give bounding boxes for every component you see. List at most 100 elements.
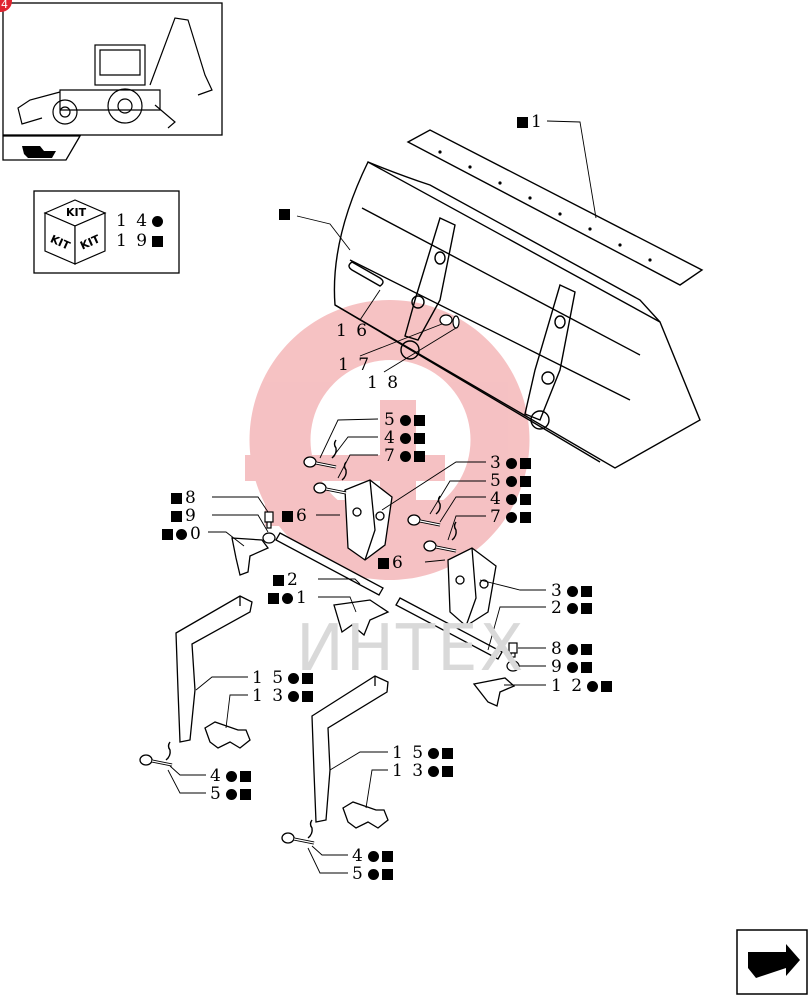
square-icon [239, 770, 251, 782]
tine-arm-left [175, 595, 253, 743]
callout-16[interactable]: 1 6 [336, 321, 370, 341]
square-icon [282, 510, 293, 522]
callout-12[interactable]: 1 2 [551, 677, 613, 695]
callout-7b[interactable]: 7 [490, 508, 531, 526]
circle-icon [176, 528, 187, 540]
square-icon [413, 432, 425, 444]
square-icon [442, 765, 454, 777]
circle-icon [367, 868, 379, 880]
circle-icon [288, 672, 300, 684]
circle-icon [399, 450, 411, 462]
square-icon [442, 747, 454, 759]
callout-5d[interactable]: 5 [352, 865, 393, 883]
mounting-bracket-left [344, 479, 393, 561]
circle-icon [225, 770, 237, 782]
callout-10[interactable]: 0 [162, 525, 203, 543]
cutting-edge [406, 129, 704, 286]
circle-icon [505, 475, 517, 487]
square-icon [302, 672, 314, 684]
u-brackets [204, 721, 389, 829]
leader-lines [167, 120, 597, 874]
kit-label-top: KIT [66, 206, 87, 219]
callout-5a[interactable]: 5 [384, 411, 425, 429]
square-icon [273, 574, 284, 586]
callout-4a[interactable]: 4 [384, 429, 425, 447]
square-icon [413, 414, 425, 426]
circle-icon [399, 432, 411, 444]
circle-icon [399, 414, 411, 426]
square-icon [381, 850, 393, 862]
callout-4c[interactable]: 4 [210, 767, 251, 785]
circle-icon [225, 788, 237, 800]
square-icon [152, 235, 164, 247]
circle-icon [566, 661, 578, 673]
circle-icon [152, 215, 164, 227]
kit-line-1: 1 4 [116, 212, 164, 230]
callout-13b[interactable]: 1 3 [392, 762, 454, 780]
shafts [275, 532, 503, 660]
bucket [333, 161, 701, 469]
square-icon [580, 602, 592, 614]
circle-icon [288, 690, 300, 702]
callout-3b[interactable]: 3 [551, 582, 592, 600]
callout-2b[interactable]: 2 [551, 599, 592, 617]
watermark-text: ИНТЕХ [296, 612, 526, 686]
square-icon [171, 492, 182, 504]
callout-18[interactable]: 1 8 [367, 373, 401, 393]
square-icon [239, 788, 251, 800]
bolts-washers [262, 511, 520, 672]
circle-icon [428, 765, 440, 777]
callout-8b[interactable]: 8 [551, 640, 592, 658]
circle-icon [587, 680, 599, 692]
callout-5b[interactable]: 5 [490, 472, 531, 490]
callout-3a[interactable]: 3 [490, 454, 531, 472]
callout-9a[interactable]: 9 [171, 507, 198, 525]
next-page-arrow-icon[interactable] [736, 929, 808, 995]
square-icon [378, 557, 389, 569]
square-icon [580, 643, 592, 655]
callout-9b[interactable]: 9 [551, 658, 592, 676]
kit-cube-icon [43, 199, 107, 265]
square-icon [519, 457, 531, 469]
square-icon [171, 510, 182, 522]
circle-icon [428, 747, 440, 759]
callout-8a[interactable]: 8 [171, 489, 198, 507]
square-icon [413, 450, 425, 462]
circle-icon [367, 850, 379, 862]
callout-bucket[interactable] [279, 209, 290, 220]
callout-11[interactable]: 1 [268, 589, 309, 607]
callout-5c[interactable]: 5 [210, 785, 251, 803]
square-icon [519, 475, 531, 487]
callout-6a[interactable]: 6 [282, 507, 309, 525]
square-icon [517, 116, 528, 128]
callout-4b[interactable]: 4 [490, 490, 531, 508]
callout-15a[interactable]: 1 5 [252, 669, 314, 687]
square-icon [519, 511, 531, 523]
circle-icon [505, 511, 517, 523]
square-icon [601, 680, 613, 692]
square-icon [381, 868, 393, 880]
callout-4d[interactable]: 4 [352, 847, 393, 865]
backhoe-loader-thumbnail [17, 17, 213, 129]
square-icon [268, 592, 279, 604]
circle-icon [566, 585, 578, 597]
page-back-arrow-icon[interactable] [22, 146, 56, 158]
callout-2a[interactable]: 2 [273, 571, 300, 589]
square-icon [580, 585, 592, 597]
circle-icon [505, 493, 517, 505]
tine-arm-right [311, 675, 389, 823]
mounting-bracket-right [447, 547, 497, 627]
circle-icon [566, 643, 578, 655]
callout-6b[interactable]: 6 [378, 554, 405, 572]
kit-line-2: 1 9 [116, 232, 164, 250]
thumbnail-frame [2, 2, 223, 161]
callout-7a[interactable]: 7 [384, 447, 425, 465]
square-icon [302, 690, 314, 702]
callout-17[interactable]: 1 7 [338, 355, 372, 375]
callout-13a[interactable]: 1 3 [252, 687, 314, 705]
callout-15b[interactable]: 1 5 [392, 744, 454, 762]
square-icon [279, 209, 290, 220]
square-icon [519, 493, 531, 505]
callout-1[interactable]: 1 [517, 113, 544, 131]
